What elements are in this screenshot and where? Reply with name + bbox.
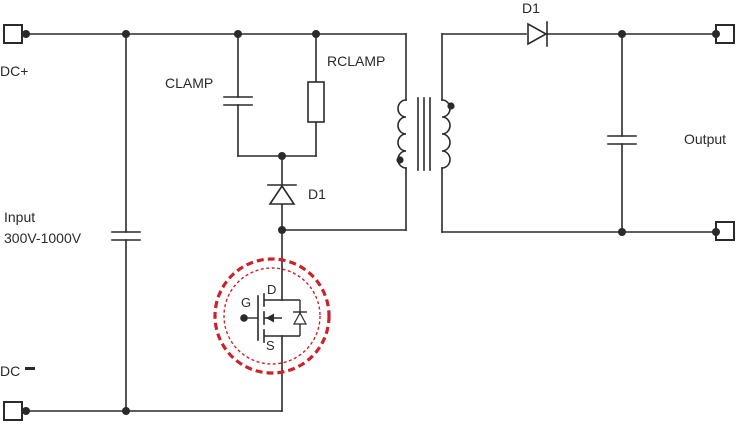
- dc-minus-label: DC: [0, 363, 20, 379]
- mosfet: G D S: [213, 257, 331, 375]
- minus-sign-icon: [25, 367, 35, 370]
- mosfet-source-label: S: [266, 338, 275, 353]
- dc-plus-label: DC+: [0, 63, 28, 79]
- input-capacitor: [111, 231, 141, 241]
- rclamp-label: RCLAMP: [327, 53, 385, 69]
- dc-minus-group: DC: [0, 363, 35, 379]
- mosfet-drain-label: D: [267, 282, 276, 297]
- output-capacitor: [607, 135, 637, 145]
- primary-polarity-dot: [396, 156, 404, 164]
- mosfet-highlight-outer: [213, 257, 331, 375]
- input-label: Input: [4, 209, 35, 225]
- secondary-diode-label: D1: [522, 0, 540, 16]
- clamp-resistor: [307, 81, 325, 123]
- terminal-dc-plus: [3, 24, 23, 44]
- mosfet-gate-label: G: [241, 295, 251, 310]
- clamp-label: CLAMP: [165, 75, 213, 91]
- secondary-wires: [441, 33, 717, 233]
- primary-diode-label: D1: [308, 186, 326, 202]
- mosfet-highlight-inner: [223, 267, 321, 365]
- secondary-diode: [527, 21, 548, 47]
- clamp-capacitor: [223, 96, 253, 106]
- primary-diode: [267, 184, 297, 205]
- input-voltage-label: 300V-1000V: [4, 230, 82, 246]
- junction-dots: [22, 30, 720, 415]
- transformer: [396, 97, 455, 171]
- primary-wires: [21, 33, 407, 412]
- secondary-polarity-dot: [447, 102, 455, 110]
- terminal-dc-minus: [3, 401, 23, 421]
- output-label: Output: [684, 131, 726, 147]
